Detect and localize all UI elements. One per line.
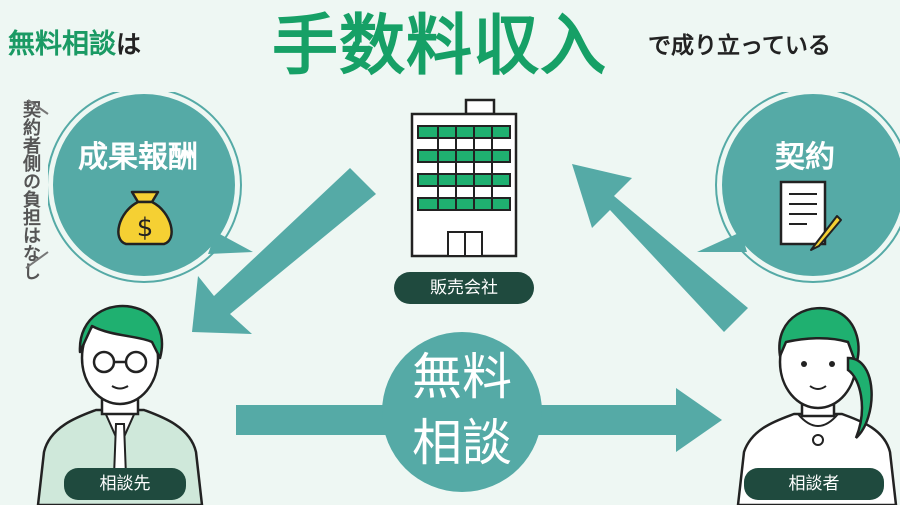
client-label: 相談者 bbox=[744, 468, 884, 500]
arrow-company-to-advisor bbox=[192, 168, 376, 334]
reward-bubble: 成果報酬 $ bbox=[48, 92, 253, 283]
center-line2: 相談 bbox=[412, 414, 512, 472]
arrow-advisor-to-client-head bbox=[676, 388, 722, 452]
arrow-client-to-company bbox=[572, 164, 748, 332]
headline-left: 無料相談は bbox=[8, 22, 141, 61]
company-label: 販売会社 bbox=[394, 272, 534, 304]
svg-text:$: $ bbox=[137, 213, 154, 243]
side-note: 契約者側の負担はなし bbox=[20, 100, 41, 280]
free-consult-circle: 無料 相談 bbox=[382, 332, 542, 492]
center-line1: 無料 bbox=[412, 348, 512, 406]
contract-document-icon bbox=[779, 180, 842, 251]
advisor-label: 相談先 bbox=[64, 468, 186, 500]
headline-right: で成り立っている bbox=[648, 33, 831, 59]
headline-left-text: 無料相談 bbox=[8, 29, 116, 60]
headline-particle: は bbox=[116, 30, 142, 59]
money-bag-icon: $ bbox=[117, 190, 173, 246]
contract-label: 契約 bbox=[775, 140, 835, 175]
reward-label: 成果報酬 bbox=[78, 140, 198, 175]
side-note-brackets bbox=[25, 99, 49, 269]
contract-bubble: 契約 bbox=[695, 92, 900, 283]
building-icon bbox=[410, 98, 518, 258]
headline-emphasis: 手数料収入 bbox=[272, 7, 607, 84]
